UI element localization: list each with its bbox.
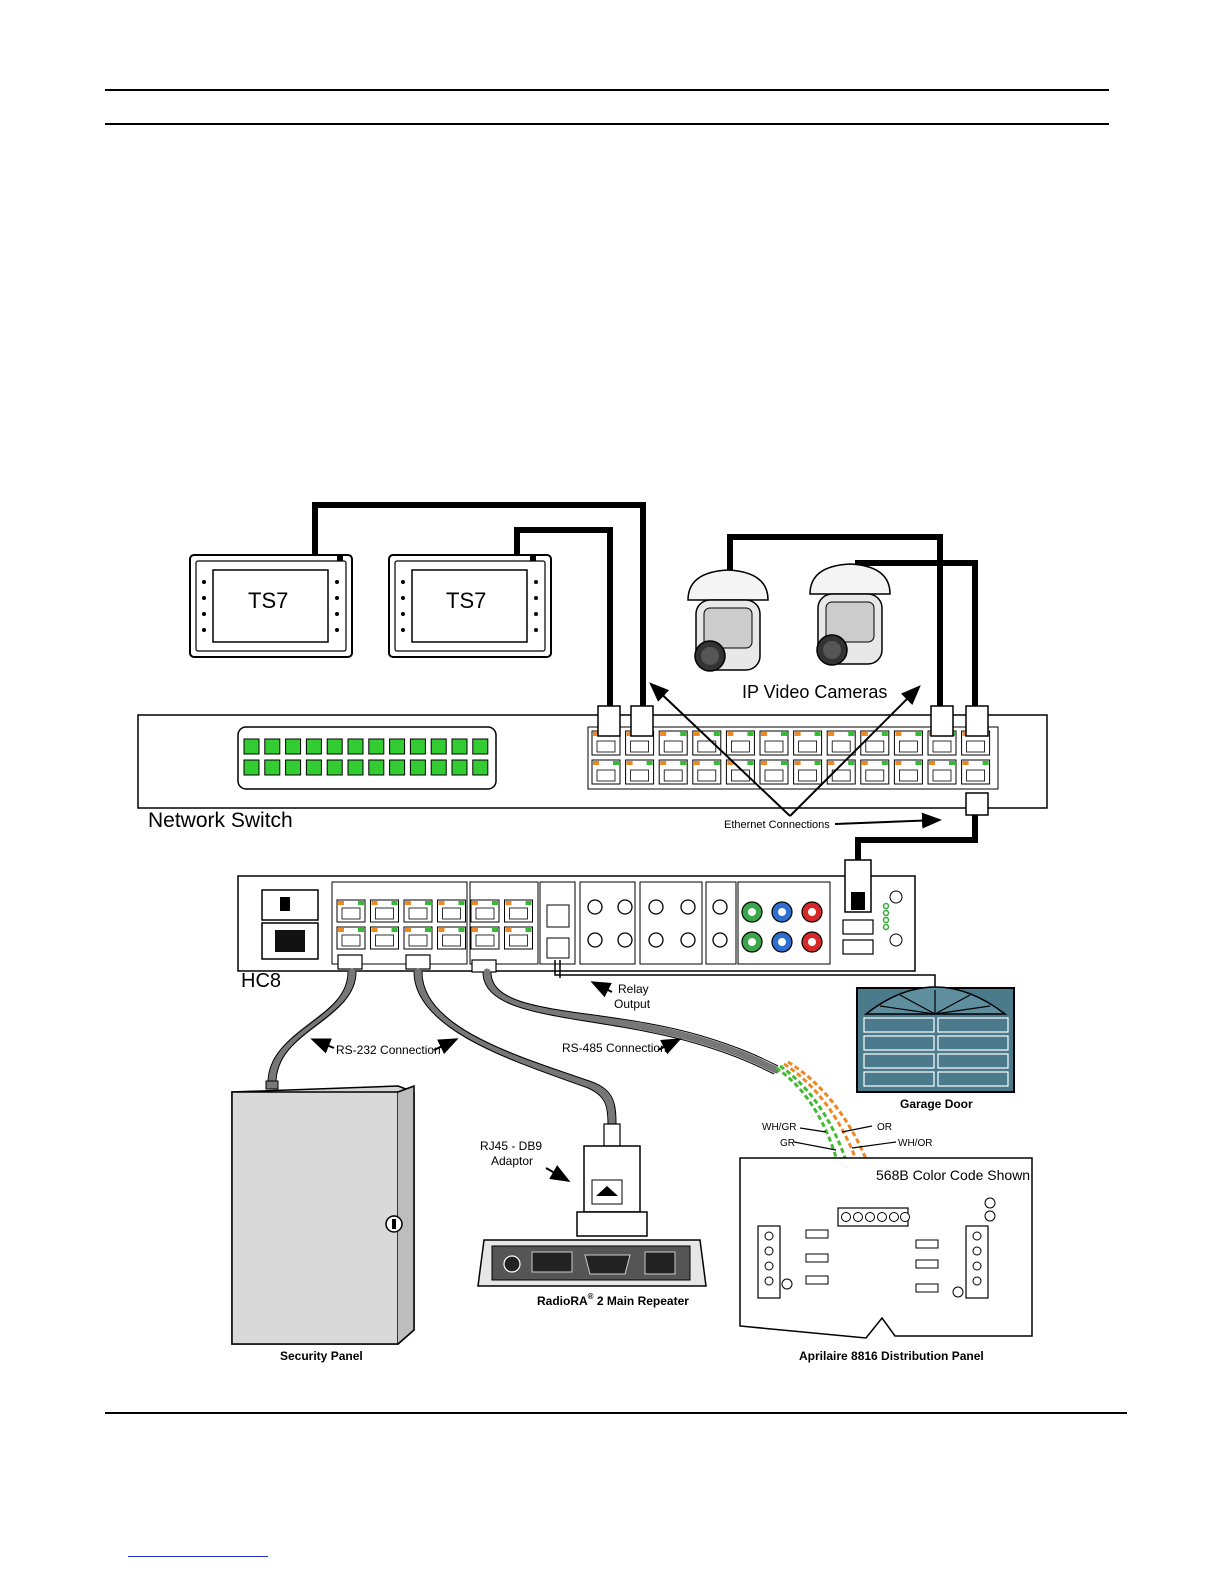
switch-status-led	[286, 760, 301, 775]
switch-status-led	[431, 760, 446, 775]
switch-status-led	[327, 760, 342, 775]
switch-status-led	[327, 739, 342, 754]
network-switch-label: Network Switch	[148, 809, 293, 832]
switch-status-led	[348, 739, 363, 754]
garage-door	[857, 987, 1014, 1092]
switch-status-led	[452, 739, 467, 754]
rs232-connection-label: RS-232 Connection	[336, 1043, 441, 1057]
switch-status-led	[244, 739, 259, 754]
security-panel-label: Security Panel	[280, 1349, 363, 1363]
color-code-label: 568B Color Code Shown	[876, 1167, 1030, 1183]
ts7-left-label: TS7	[248, 588, 288, 613]
radiora-repeater-label: RadioRA® 2 Main Repeater	[537, 1292, 689, 1308]
switch-status-led	[369, 739, 384, 754]
switch-status-led	[306, 760, 321, 775]
radiora-main-repeater	[478, 1240, 706, 1286]
aprilaire-panel-label: Aprilaire 8816 Distribution Panel	[799, 1349, 984, 1363]
network-switch	[138, 706, 1047, 815]
wire-whgr-label: WH/GR	[762, 1122, 796, 1133]
switch-status-led	[390, 739, 405, 754]
rj45-db9-adaptor	[577, 1124, 647, 1236]
rj45-db9-label-1: RJ45 - DB9	[480, 1139, 542, 1153]
security-panel	[232, 1081, 414, 1344]
relay-output-arrow	[594, 983, 612, 992]
switch-status-led	[473, 739, 488, 754]
aprilaire-distribution-panel	[740, 1158, 1032, 1338]
switch-status-led	[306, 739, 321, 754]
switch-status-led	[410, 760, 425, 775]
switch-status-led	[473, 760, 488, 775]
ethernet-connections-label: Ethernet Connections	[724, 819, 830, 831]
wire-whor-label: WH/OR	[898, 1138, 932, 1149]
switch-status-led	[265, 760, 280, 775]
switch-status-led	[390, 760, 405, 775]
hc8-label: HC8	[241, 970, 281, 992]
switch-status-led	[286, 739, 301, 754]
relay-output-label-1: Relay	[618, 982, 649, 996]
ts7-right-label: TS7	[446, 588, 486, 613]
relay-output-label-2: Output	[614, 997, 651, 1011]
ip-cameras-label: IP Video Cameras	[742, 682, 887, 702]
switch-status-led	[369, 760, 384, 775]
switch-status-led	[348, 760, 363, 775]
rj45-db9-label-2: Adaptor	[491, 1154, 533, 1168]
switch-status-led	[265, 739, 280, 754]
wire-gr-label: GR	[780, 1138, 795, 1149]
switch-status-led	[431, 739, 446, 754]
garage-door-label: Garage Door	[900, 1097, 973, 1111]
hc8-controller	[238, 860, 915, 972]
switch-status-led	[410, 739, 425, 754]
switch-status-led	[452, 760, 467, 775]
switch-status-led	[244, 760, 259, 775]
adaptor-arrow	[546, 1168, 567, 1180]
wire-or-label: OR	[877, 1122, 892, 1133]
rs485-connection-label: RS-485 Connection	[562, 1041, 667, 1055]
ip-camera-right	[810, 564, 890, 665]
ip-camera-left	[688, 570, 768, 671]
